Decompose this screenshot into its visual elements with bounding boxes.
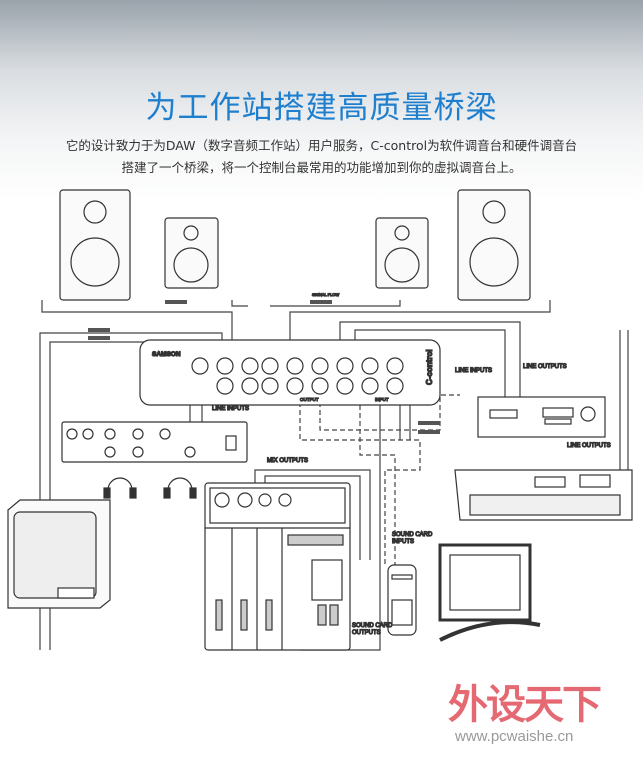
page-title: 为工作站搭建高质量桥梁 xyxy=(145,90,498,126)
signal-flow-tags: SIGNAL FLOW xyxy=(88,291,440,434)
signal-flow-label: SIGNAL FLOW xyxy=(312,292,339,297)
sound-card-inputs-label: SOUND CARD xyxy=(392,532,433,538)
line-inputs-label: LINE INPUTS xyxy=(455,368,492,374)
line-outputs-label: LINE OUTPUTS xyxy=(523,364,567,370)
headphones xyxy=(103,477,197,499)
speaker-large-left xyxy=(59,189,131,301)
line-inputs-label: LINE INPUTS xyxy=(212,406,249,412)
keyboard-synth xyxy=(454,469,633,521)
c-control-interface xyxy=(139,339,441,406)
watermark-logo: 外设天下 xyxy=(448,682,602,728)
mixer xyxy=(204,482,351,651)
product-label: C-control xyxy=(425,349,434,385)
headphone-amplifier xyxy=(61,421,248,463)
output-label: OUTPUT xyxy=(300,397,319,402)
subtitle-line-2: 搭建了一个桥梁，将一个控制台最常用的功能增加到你的虚拟调音台上。 xyxy=(121,160,522,175)
cables xyxy=(39,300,629,651)
computer-tower xyxy=(387,564,417,636)
sound-card-outputs-label: OUTPUTS xyxy=(352,630,381,636)
rack-processor xyxy=(477,396,606,438)
speaker-large-right xyxy=(457,189,531,301)
input-label: INPUT xyxy=(375,397,389,402)
line-outputs-label: LINE OUTPUTS xyxy=(567,443,611,449)
speaker-small-right xyxy=(375,217,429,289)
brand-label: SAMSON xyxy=(152,351,181,358)
mix-outputs-label: MIX OUTPUTS xyxy=(267,458,308,464)
computer-monitor xyxy=(438,543,541,642)
header-background xyxy=(0,0,643,200)
watermark-url: www.pcwaishe.cn xyxy=(455,728,574,745)
subwoofer xyxy=(7,499,111,609)
subtitle-line-1: 它的设计致力于为DAW（数字音频工作站）用户服务，C-control为软件调音台… xyxy=(65,138,578,153)
sound-card-inputs-label: INPUTS xyxy=(392,539,414,545)
sound-card-outputs-label: SOUND CARD xyxy=(352,623,393,629)
speaker-small-left xyxy=(164,217,219,289)
